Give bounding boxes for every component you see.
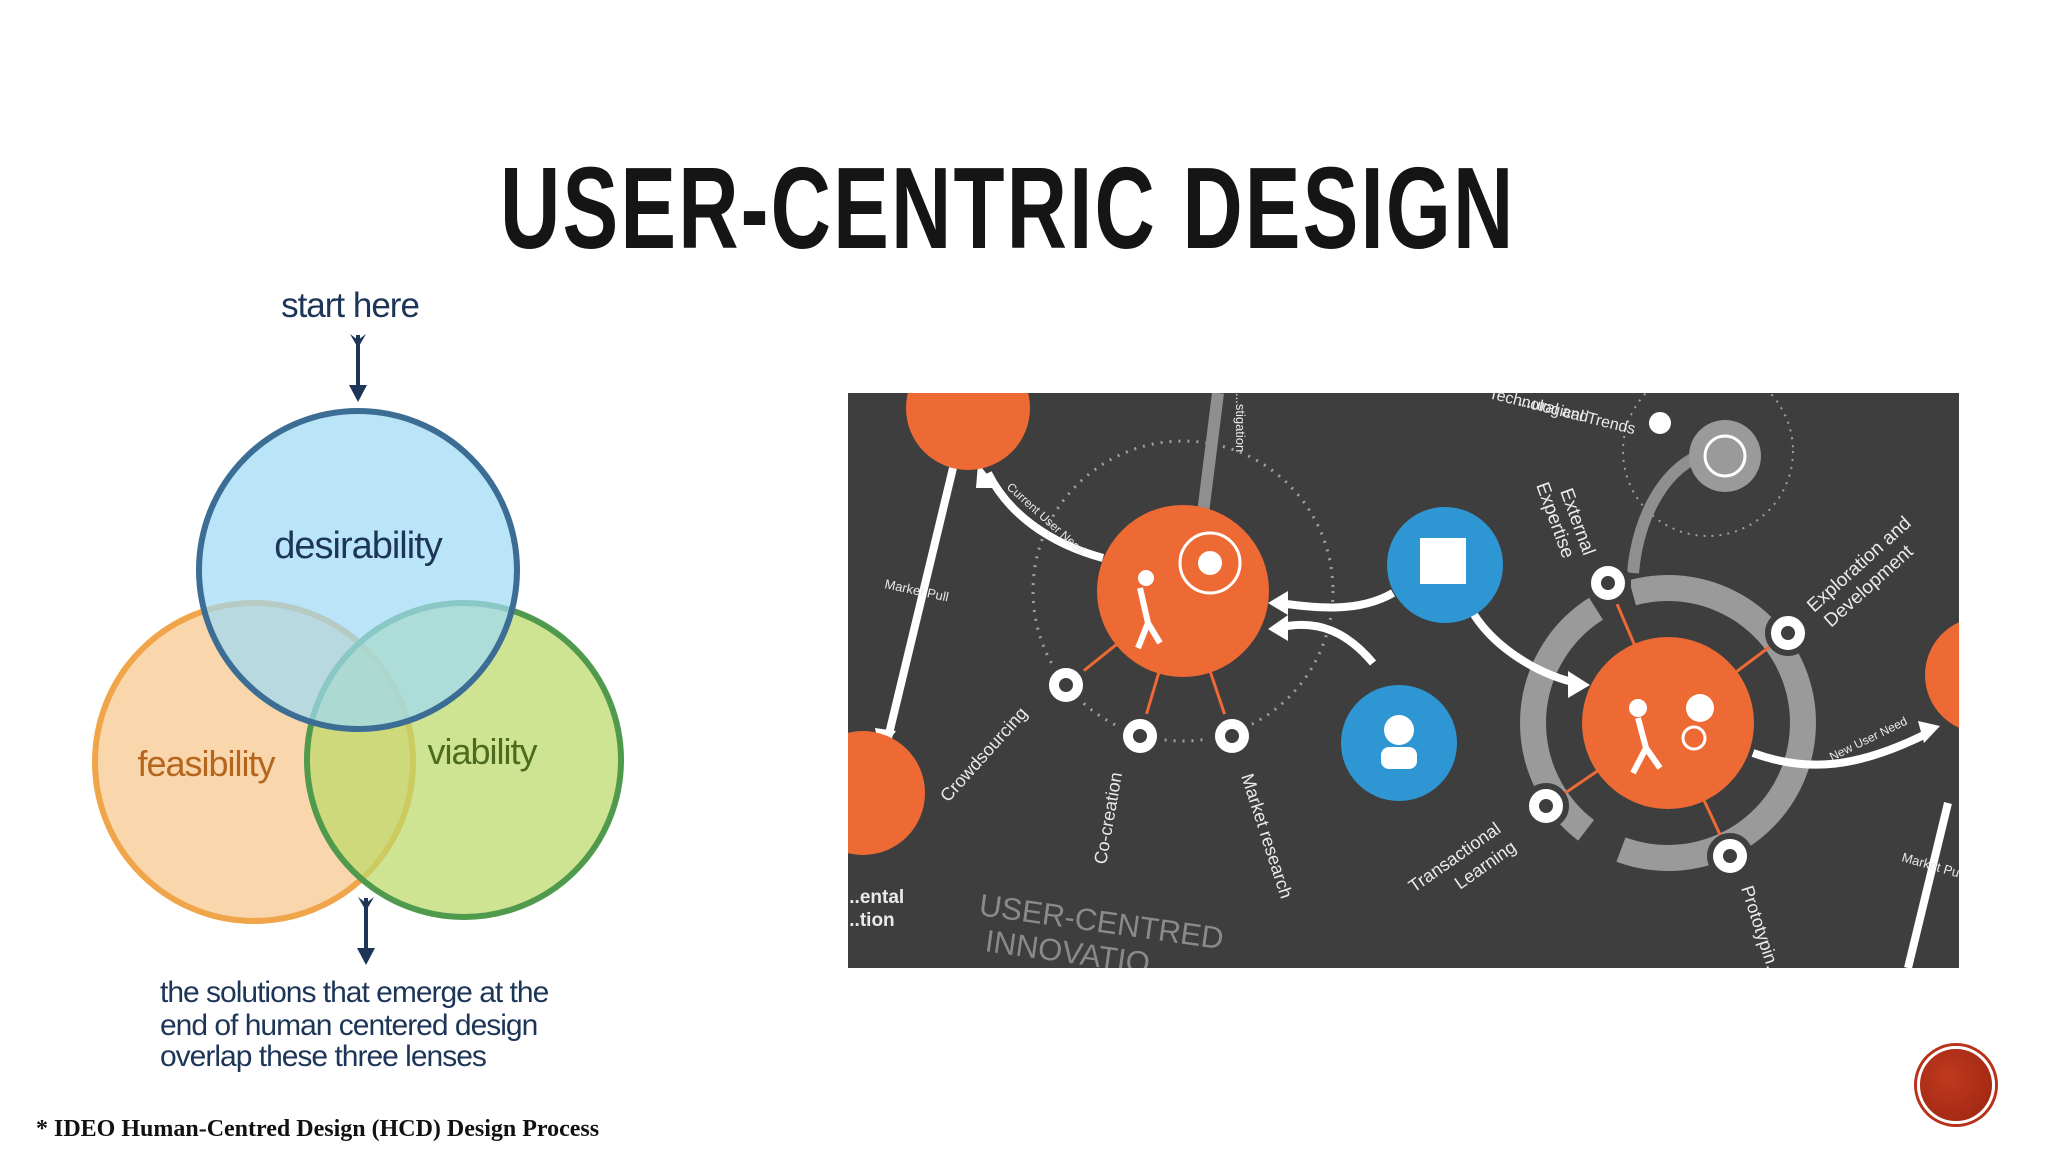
development-cycle-ring [1520,575,1816,871]
left-edge-label-2: ...tion [848,910,895,931]
experimental-hub-left [848,731,925,855]
trends-orbit [1622,393,1794,537]
left-edge-label-1: ...ental [848,887,904,908]
desirability-label: desirability [274,525,443,567]
development-hub [1582,637,1754,809]
desirability-circle [196,408,520,732]
trends-node [1689,420,1761,492]
arrow-heads [875,463,1940,753]
touchpoint-nodes [1043,406,1811,879]
feasibility-label: feasibility [137,743,275,784]
flow-arrows [884,467,1952,968]
cocreation-orbit [1031,439,1335,743]
user-icon [1381,715,1417,769]
investigation-label: ...stigation [1233,393,1248,452]
start-arrow-icon [349,334,367,402]
user-centred-innovation-image: ...ural and Technological Trends ...stig… [848,393,1959,968]
source-footnote: * IDEO Human-Centred Design (HCD) Design… [36,1116,600,1142]
slide-number-badge [1917,1046,1995,1124]
outcome-caption-line-2: end of human centered design [160,1009,537,1042]
outcome-caption-line-1: the solutions that emerge at the [160,976,549,1009]
cocreation-hub [1097,505,1269,677]
market-pull-hub-top [906,393,1030,470]
person-with-gears-icon [1629,694,1714,775]
market-pull-hub-right [1925,622,1959,728]
outcome-caption-line-3: overlap these three lenses [160,1040,486,1073]
viability-label: viability [427,731,537,772]
slide-title: USER-CENTRIC DESIGN [500,143,1516,273]
outcome-arrow-icon [357,897,375,965]
start-here-label: start here [281,286,419,325]
running-person-icon [1135,531,1242,650]
building-icon [1420,538,1466,584]
venn-diagram: start here desirability feasibility viab… [92,286,624,1073]
